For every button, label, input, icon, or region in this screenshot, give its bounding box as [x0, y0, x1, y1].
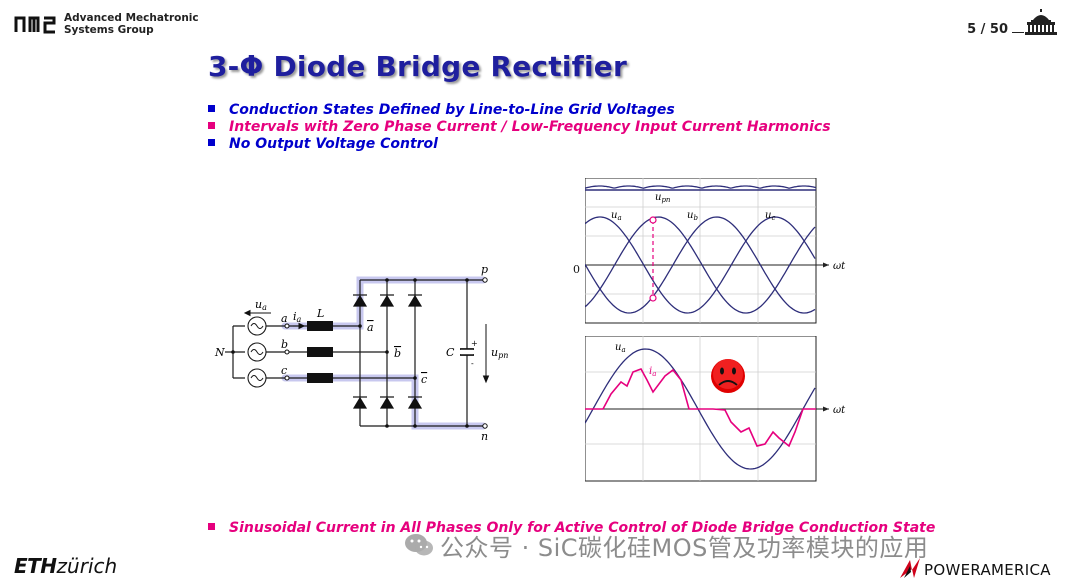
svg-text:POWERAMERICA: POWERAMERICA [924, 561, 1051, 579]
bullet-square-icon [208, 122, 215, 129]
label-b: b [281, 338, 288, 351]
group-name-line2: Systems Group [64, 24, 154, 36]
bullet-3-text: No Output Voltage Control [229, 136, 438, 152]
bullet-1-text: Conduction States Defined by Line-to-Lin… [229, 102, 675, 118]
label-p: p [481, 263, 488, 276]
upn-ripple-curve [585, 185, 817, 189]
bottom-bullet-text: Sinusoidal Current in All Phases Only fo… [229, 520, 936, 536]
poweramerica-logo-icon: POWERAMERICA [900, 558, 1051, 579]
group-name-line1: Advanced Mechatronic [64, 12, 199, 24]
label-a: a [281, 312, 288, 325]
bullet-square-icon [208, 139, 215, 146]
ia-curve [585, 368, 816, 448]
group-name: Advanced Mechatronic Systems Group [64, 12, 199, 36]
label-plus: + [471, 339, 478, 348]
bullet-1: Conduction States Defined by Line-to-Lin… [208, 102, 675, 119]
label-minus: - [471, 359, 474, 368]
bullet-2-text: Intervals with Zero Phase Current / Low-… [229, 119, 831, 135]
phase-curves [585, 348, 816, 470]
bullet-square-icon [208, 523, 215, 530]
label-ua-bottom: ua [615, 342, 626, 354]
watermark-text: 公众号 · SiC碳化硅MOS管及功率模块的应用 [440, 534, 929, 562]
eth-zurich-logo: ETHzürich [14, 554, 118, 578]
label-ub-top: ub [687, 210, 698, 222]
current-waveform-graph: ua ia ωt [585, 336, 846, 482]
label-c: c [281, 364, 287, 377]
label-L: L [316, 307, 324, 320]
label-abar: a [367, 321, 374, 334]
bullet-square-icon [208, 105, 215, 112]
wechat-icon [405, 534, 433, 556]
label-wt-bottom: ωt [833, 405, 846, 416]
sad-face-icon [711, 359, 745, 393]
voltage-curves [585, 185, 817, 314]
label-upn-top: upn [655, 192, 671, 204]
uc-curve [585, 216, 816, 314]
label-ua-top: ua [611, 210, 622, 222]
label-upn: upn [491, 346, 508, 360]
ua-curve [585, 216, 816, 314]
page-number-underline [1012, 32, 1024, 33]
label-uc-top: uc [765, 210, 775, 222]
rectifier-circuit-diagram: ua ia a b c L N a b c C + - p n upn [214, 263, 508, 443]
label-ia: ia [293, 310, 302, 324]
label-n: n [481, 430, 488, 443]
bottom-bullet: Sinusoidal Current in All Phases Only fo… [208, 520, 935, 537]
label-N: N [214, 346, 225, 359]
label-wt-top: ωt [833, 261, 846, 272]
ua-bottom-curve [585, 348, 816, 470]
slide-title: 3-Φ Diode Bridge Rectifier [208, 50, 627, 83]
label-ua: ua [255, 298, 267, 312]
ams-logo-icon [14, 16, 56, 34]
ub-curve [585, 216, 816, 314]
label-C: C [446, 346, 455, 359]
label-ia-bottom: ia [649, 366, 656, 378]
axis-zero-label: 0 [573, 263, 580, 276]
bullet-3: No Output Voltage Control [208, 136, 438, 153]
label-cbar: c [421, 373, 427, 386]
label-bbar: b [394, 347, 401, 360]
page-number: 5 / 50 [967, 22, 1008, 37]
building-icon [1025, 9, 1057, 35]
bullet-2: Intervals with Zero Phase Current / Low-… [208, 119, 831, 136]
voltage-waveform-graph: upn ua ub uc 0 ωt [585, 178, 846, 324]
